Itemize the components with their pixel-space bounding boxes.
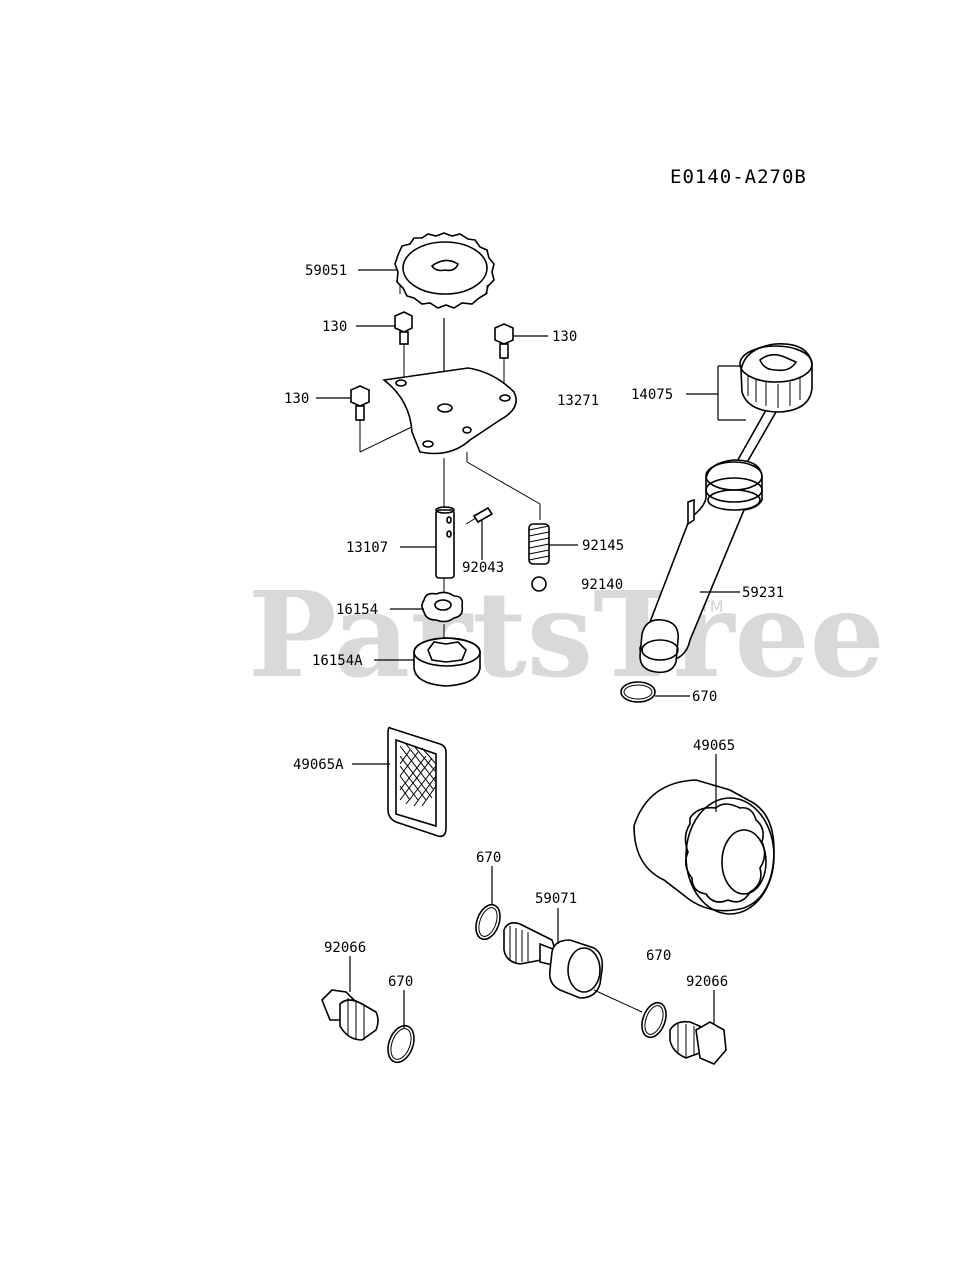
label-screen: 49065A (293, 757, 344, 773)
oil-filter[interactable] (633, 779, 775, 915)
label-pin: 92043 (462, 560, 504, 576)
oring-right[interactable] (638, 999, 671, 1040)
label-inner-rotor: 16154 (336, 602, 378, 618)
filler-tube[interactable] (639, 459, 763, 674)
label-filter: 49065 (693, 738, 735, 754)
label-tube: 59231 (742, 585, 784, 601)
label-cover-plate: 13271 (557, 393, 599, 409)
dipstick-cap[interactable] (721, 343, 813, 493)
inner-rotor[interactable] (421, 591, 464, 623)
oring-fitting[interactable] (472, 901, 505, 942)
diagram-code: E0140-A270B (670, 166, 807, 188)
label-bolt-top-right: 130 (552, 329, 577, 345)
drain-plug-right[interactable] (669, 1020, 727, 1065)
shaft[interactable] (435, 506, 455, 579)
label-cap: 14075 (631, 387, 673, 403)
label-plug-right: 92066 (686, 974, 728, 990)
label-oring-left: 670 (388, 974, 413, 990)
label-shaft: 13107 (346, 540, 388, 556)
oil-screen[interactable] (387, 726, 447, 838)
gear-part[interactable] (394, 232, 495, 309)
oring-tube[interactable] (620, 681, 656, 703)
label-ball: 92140 (581, 577, 623, 593)
ball[interactable] (531, 576, 547, 592)
drain-plug-left[interactable] (321, 989, 379, 1041)
watermark-text: PartsTree (248, 565, 885, 704)
label-oring-fitting: 670 (476, 850, 501, 866)
label-gear: 59051 (305, 263, 347, 279)
bolt-top-right[interactable] (494, 323, 514, 359)
label-plug-left: 92066 (324, 940, 366, 956)
spring[interactable] (528, 523, 550, 565)
label-oring-right: 670 (646, 948, 671, 964)
label-oring-tube: 670 (692, 689, 717, 705)
oil-fitting[interactable] (503, 922, 604, 999)
cover-plate[interactable] (382, 367, 517, 455)
label-bolt-top-left: 130 (322, 319, 347, 335)
label-outer-rotor: 16154A (312, 653, 363, 669)
pin[interactable] (472, 506, 494, 524)
oring-left[interactable] (383, 1022, 419, 1066)
bolt-left[interactable] (350, 385, 370, 421)
label-bolt-left: 130 (284, 391, 309, 407)
label-spring: 92145 (582, 538, 624, 554)
bolt-top-left[interactable] (394, 311, 413, 345)
label-fitting: 59071 (535, 891, 577, 907)
outer-rotor[interactable] (413, 637, 481, 687)
